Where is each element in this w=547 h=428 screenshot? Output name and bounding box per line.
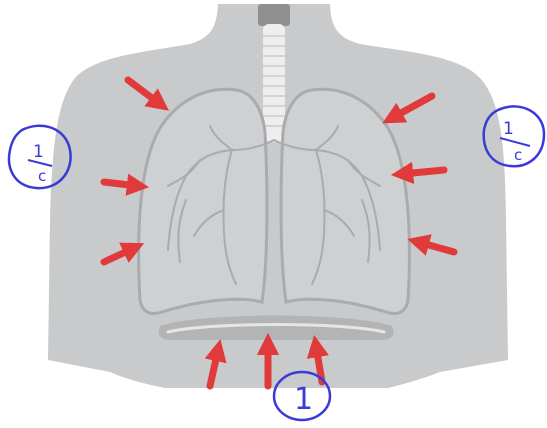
annotation-left-denominator: c [38,167,46,185]
annotation-bottom-text: 1 [294,382,313,417]
annotation-right-denominator: c [514,146,522,164]
trachea [263,24,285,142]
red-arrow-icon [402,170,444,174]
neck-top [258,4,290,26]
red-arrow-icon [104,182,138,186]
annotation-left-numerator: 1 [33,142,44,162]
annotation-right-numerator: 1 [503,119,514,139]
